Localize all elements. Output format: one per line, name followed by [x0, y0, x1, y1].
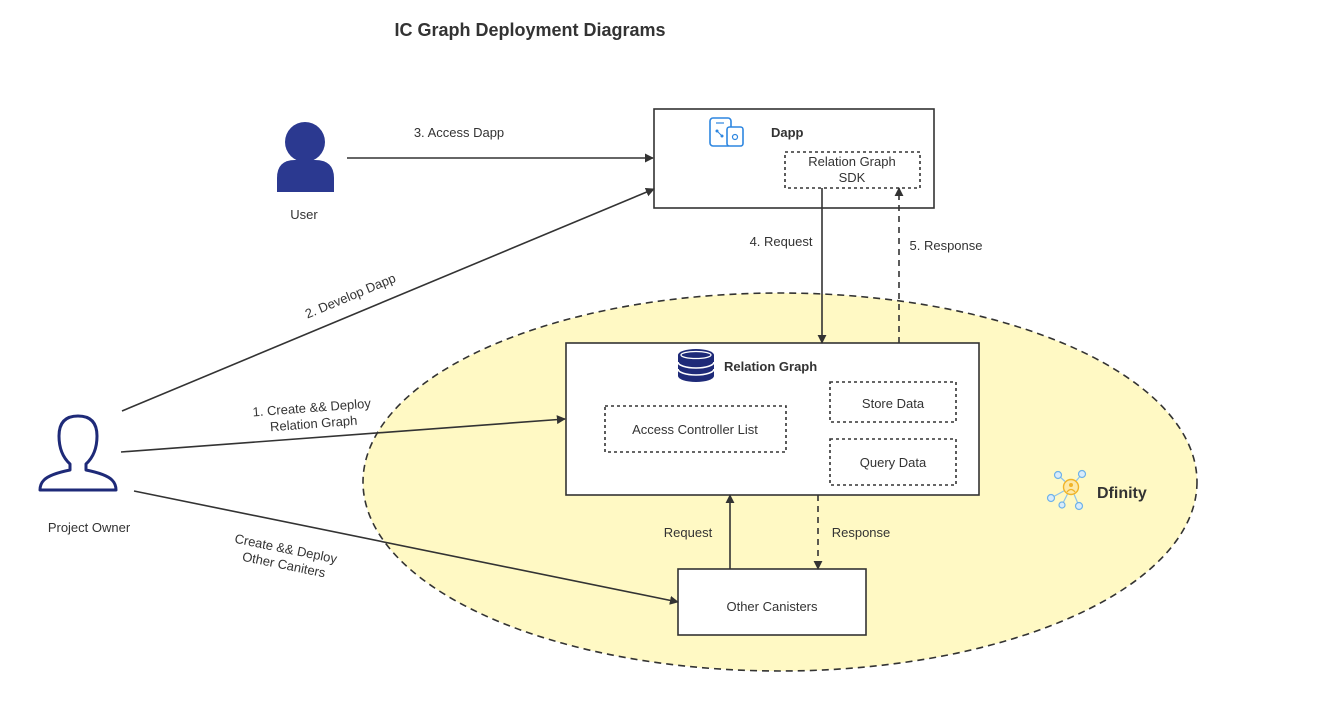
acl-label: Access Controller List	[632, 422, 758, 437]
edge-create-deploy-rg-label-2: Relation Graph	[269, 413, 357, 435]
user-label: User	[290, 207, 318, 222]
database-icon	[677, 349, 715, 382]
other-canisters-box[interactable]	[677, 568, 867, 636]
edge-request-label: Request	[664, 525, 713, 540]
edge-response-label: Response	[832, 525, 891, 540]
other-canisters-label: Other Canisters	[726, 599, 818, 614]
dfinity-label: Dfinity	[1097, 485, 1147, 502]
person-outline-icon	[38, 414, 118, 492]
edge-develop-dapp-label: 2. Develop Dapp	[303, 270, 398, 321]
sdk-label-line1: Relation Graph	[808, 154, 895, 169]
edge-response-5-label: 5. Response	[910, 238, 983, 253]
project-owner-label: Project Owner	[48, 520, 131, 535]
edge-develop-dapp	[121, 187, 655, 412]
page-title: IC Graph Deployment Diagrams	[394, 20, 665, 40]
store-data-box[interactable]	[829, 381, 957, 423]
store-data-label: Store Data	[862, 396, 925, 411]
relation-graph-title: Relation Graph	[724, 359, 817, 374]
edge-access-dapp-label: 3. Access Dapp	[414, 125, 504, 140]
mobile-app-icon	[709, 117, 744, 147]
person-filled-icon	[277, 122, 334, 192]
network-node-icon	[1046, 469, 1087, 511]
sdk-label-line2: SDK	[839, 170, 866, 185]
sdk-box[interactable]	[784, 151, 921, 189]
edge-create-deploy-rg	[120, 415, 566, 453]
dapp-title: Dapp	[771, 125, 804, 140]
query-data-box[interactable]	[829, 438, 957, 486]
query-data-label: Query Data	[860, 455, 927, 470]
acl-box[interactable]	[604, 405, 787, 453]
edge-create-deploy-oc	[133, 490, 679, 605]
edge-request-4-label: 4. Request	[750, 234, 813, 249]
